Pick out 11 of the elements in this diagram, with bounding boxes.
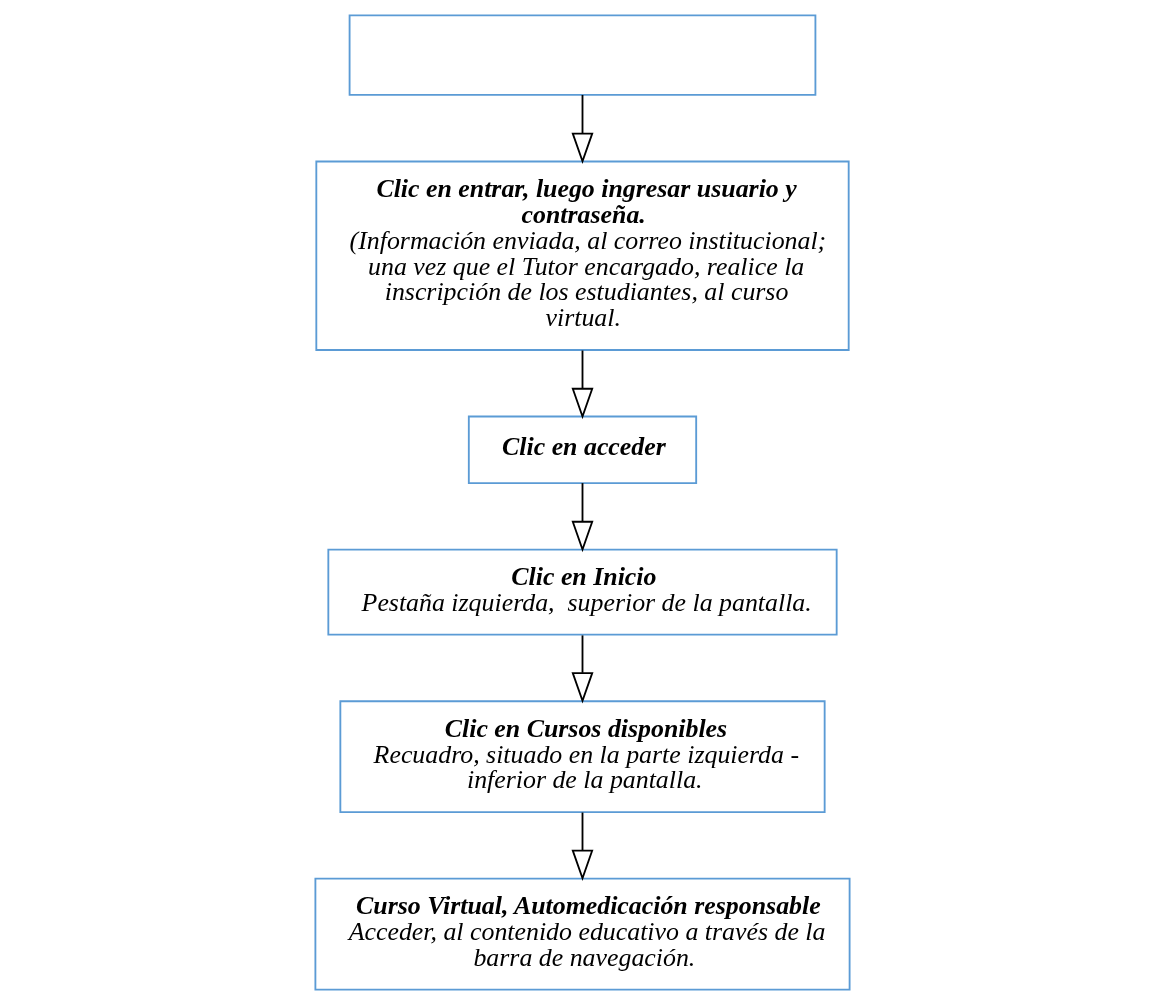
node-box: Clic en Inicio Pestaña izquierda, superior de la pantalla.	[326, 548, 838, 636]
arrow	[571, 94, 593, 165]
node-box	[348, 14, 816, 96]
node-box: Curso Virtual, Automedicación responsable Acceder, al contenido educativo a través de la barra de navegación.	[313, 877, 851, 991]
arrow	[571, 482, 593, 553]
arrow	[571, 349, 593, 420]
node-box: Clic en acceder	[467, 415, 697, 484]
arrow	[571, 811, 593, 882]
node-box: Clic en entrar, luego ingresar usuario y contraseña. (Información enviada, al correo institucional; una vez que el Tutor encargado, realice la inscripción de los estudiantes, al curso virtual.	[314, 160, 850, 351]
node-box: Clic en Cursos disponibles Recuadro, situado en la parte izquierda - inferior de la pantalla.	[338, 700, 826, 814]
arrow	[571, 634, 593, 704]
